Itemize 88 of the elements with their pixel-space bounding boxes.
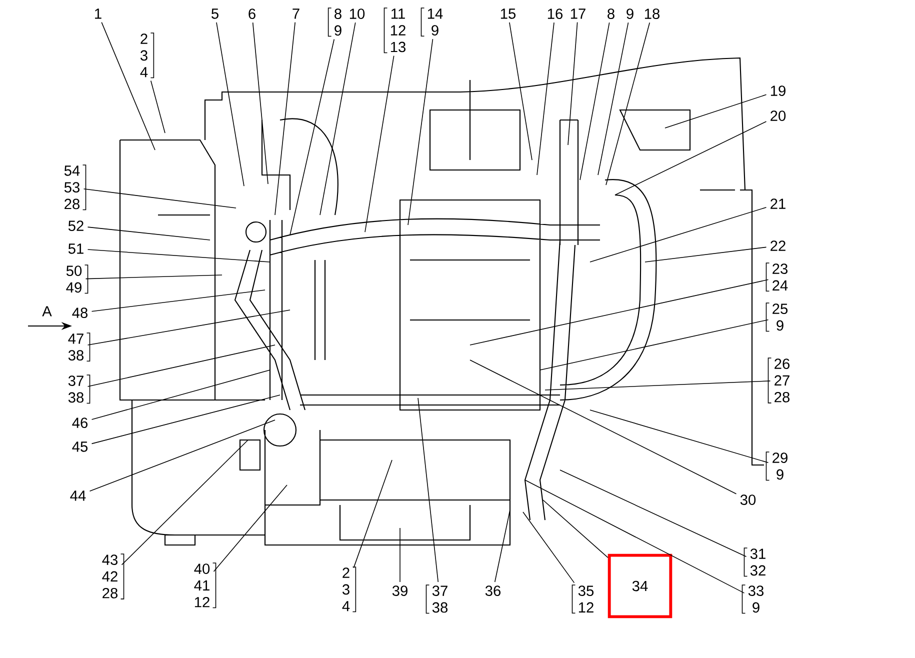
callout-number: 26 27 28 bbox=[768, 358, 790, 404]
leader-line bbox=[408, 38, 434, 226]
callout-number: 23 24 bbox=[766, 262, 788, 292]
callout-number: 44 bbox=[70, 490, 86, 501]
leader-line bbox=[274, 22, 296, 216]
leader-line bbox=[121, 440, 248, 566]
leader-line bbox=[568, 22, 578, 146]
callout-number: 7 bbox=[292, 8, 300, 19]
callout-number: 16 bbox=[548, 8, 562, 19]
callout-number: 37 38 bbox=[426, 584, 448, 614]
leader-line bbox=[252, 22, 268, 184]
callout-number: 54 53 28 bbox=[64, 164, 86, 210]
leader-line bbox=[590, 410, 769, 464]
leader-line bbox=[544, 380, 771, 390]
callout-number: 48 bbox=[72, 308, 88, 318]
leader-line bbox=[540, 319, 769, 370]
callout-number: 29 9 bbox=[766, 452, 788, 481]
leader-line bbox=[509, 22, 532, 160]
leader-line bbox=[87, 226, 210, 240]
leader-line bbox=[560, 470, 747, 558]
leader-line bbox=[91, 370, 270, 420]
callout-number: 17 bbox=[570, 8, 586, 19]
callout-number: 36 bbox=[485, 586, 500, 596]
callout-number: 25 9 bbox=[766, 302, 788, 332]
callout-number: 31 32 bbox=[744, 548, 766, 577]
view-letter: A bbox=[42, 306, 52, 316]
leader-line bbox=[87, 344, 276, 387]
leader-line bbox=[364, 55, 394, 232]
callout-number: 1 bbox=[95, 8, 102, 19]
leader-line bbox=[89, 420, 276, 492]
leader-line bbox=[290, 38, 335, 236]
callout-number: 9 bbox=[626, 8, 634, 19]
callout-number: 21 bbox=[770, 198, 786, 209]
callout-number: 2 3 4 bbox=[140, 32, 154, 78]
leader-line bbox=[83, 188, 236, 208]
leader-line bbox=[216, 22, 244, 186]
callout-number: 14 9 bbox=[420, 8, 443, 36]
leader-line bbox=[580, 22, 610, 180]
callout-number: 40 41 12 bbox=[194, 562, 216, 608]
leader-line bbox=[536, 22, 554, 176]
leader-line bbox=[524, 480, 745, 594]
leader-line bbox=[91, 394, 280, 444]
leader-line bbox=[320, 22, 356, 216]
leader-line bbox=[470, 360, 737, 494]
leader-line bbox=[470, 279, 769, 346]
callout-number: 45 bbox=[72, 442, 88, 452]
callout-number: 11 12 13 bbox=[384, 8, 406, 54]
callout-number: 6 bbox=[248, 8, 256, 19]
callout-number: 22 bbox=[770, 240, 786, 251]
callout-number: 20 bbox=[770, 110, 786, 121]
callout-number: 50 49 bbox=[66, 264, 88, 294]
leader-line bbox=[598, 22, 629, 176]
callout-number: 8 9 bbox=[328, 8, 342, 37]
callout-number: 43 42 28 bbox=[102, 554, 124, 600]
leader-line bbox=[213, 484, 288, 572]
leader-line bbox=[85, 274, 222, 280]
callout-number: 33 9 bbox=[742, 584, 764, 614]
callout-number: 47 38 bbox=[68, 332, 90, 362]
callout-number: 39 bbox=[392, 586, 408, 596]
leader-line bbox=[606, 22, 650, 186]
callout-number: 2 3 4 bbox=[342, 566, 356, 612]
leader-line bbox=[150, 80, 166, 134]
callout-number: 5 bbox=[212, 8, 218, 19]
leader-line bbox=[644, 246, 767, 262]
leader-line bbox=[91, 290, 266, 312]
leader-line bbox=[664, 94, 767, 128]
leader-line bbox=[614, 121, 767, 196]
leader-line bbox=[418, 398, 439, 582]
callout-number: 8 bbox=[608, 8, 614, 19]
callout-number: 37 38 bbox=[68, 374, 90, 404]
leader-line bbox=[101, 22, 156, 150]
callout-number: 15 bbox=[500, 8, 516, 19]
callout-number: 10 bbox=[350, 8, 365, 19]
callout-number: 30 bbox=[740, 494, 756, 505]
leader-line bbox=[87, 249, 270, 262]
leader-line bbox=[494, 510, 510, 582]
highlighted-callout: 34 bbox=[608, 554, 672, 618]
leader-line bbox=[542, 500, 608, 558]
leader-line bbox=[353, 460, 392, 568]
callout-number: 46 bbox=[72, 418, 88, 428]
callout-number: 52 bbox=[68, 220, 84, 231]
leader-line bbox=[522, 512, 575, 584]
leader-line bbox=[87, 310, 290, 346]
callout-number: 19 bbox=[770, 86, 786, 96]
callout-number: 35 12 bbox=[572, 584, 594, 614]
callout-number: 18 bbox=[644, 8, 660, 19]
callout-number: 51 bbox=[68, 244, 84, 254]
leader-line bbox=[590, 206, 767, 262]
